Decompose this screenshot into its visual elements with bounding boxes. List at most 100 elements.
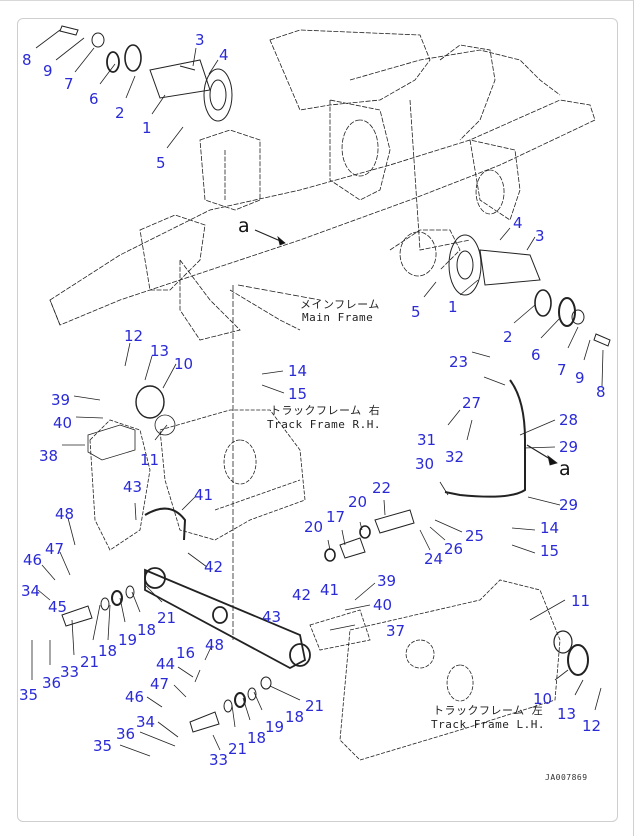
track-frame-lh-drawing xyxy=(309,579,561,761)
callout-35[interactable]: 35 xyxy=(93,737,113,755)
callout-35[interactable]: 35 xyxy=(19,686,39,704)
callout-27[interactable]: 27 xyxy=(462,394,482,412)
callout-24[interactable]: 24 xyxy=(424,550,444,568)
callout-34[interactable]: 34 xyxy=(21,582,41,600)
hose-41-drawing xyxy=(144,507,187,541)
track-frame-rh-drawing xyxy=(89,409,306,551)
callout-31[interactable]: 31 xyxy=(417,431,437,449)
callout-34[interactable]: 34 xyxy=(136,713,156,731)
cover-10-lh-drawing xyxy=(567,644,589,676)
spindle-upper xyxy=(59,25,233,122)
callout-10[interactable]: 10 xyxy=(533,690,553,708)
callout-23[interactable]: 23 xyxy=(449,353,469,371)
callout-16[interactable]: 16 xyxy=(176,644,196,662)
callout-28[interactable]: 28 xyxy=(559,411,579,429)
callout-6[interactable]: 6 xyxy=(531,346,541,364)
callout-18[interactable]: 18 xyxy=(247,729,267,747)
callout-9[interactable]: 9 xyxy=(575,369,585,387)
callout-8[interactable]: 8 xyxy=(22,51,32,69)
callout-5[interactable]: 5 xyxy=(411,303,421,321)
callout-32[interactable]: 32 xyxy=(445,448,465,466)
callout-1[interactable]: 1 xyxy=(448,298,458,316)
callout-18[interactable]: 18 xyxy=(98,642,118,660)
callout-5[interactable]: 5 xyxy=(156,154,166,172)
callout-26[interactable]: 26 xyxy=(444,540,464,558)
callout-33[interactable]: 33 xyxy=(209,751,229,769)
callout-9[interactable]: 9 xyxy=(43,62,53,80)
callout-40[interactable]: 40 xyxy=(373,596,393,614)
callout-29[interactable]: 29 xyxy=(559,438,579,456)
callout-42[interactable]: 42 xyxy=(204,558,224,576)
callout-30[interactable]: 30 xyxy=(415,455,435,473)
callout-45[interactable]: 45 xyxy=(48,598,68,616)
callout-19[interactable]: 19 xyxy=(118,631,138,649)
callout-25[interactable]: 25 xyxy=(465,527,485,545)
callout-21[interactable]: 21 xyxy=(228,740,248,758)
reference-mark-a-upper: a xyxy=(238,215,250,237)
track-frame-rh-label-en: Track Frame R.H. xyxy=(267,418,381,431)
callout-14[interactable]: 14 xyxy=(288,362,308,380)
callout-10[interactable]: 10 xyxy=(174,355,194,373)
callout-2[interactable]: 2 xyxy=(115,104,125,122)
callout-13[interactable]: 13 xyxy=(150,342,170,360)
callout-41[interactable]: 41 xyxy=(194,486,214,504)
callout-46[interactable]: 46 xyxy=(23,551,43,569)
callout-47[interactable]: 47 xyxy=(150,675,170,693)
callout-17[interactable]: 17 xyxy=(326,508,346,526)
callout-20[interactable]: 20 xyxy=(304,518,324,536)
callout-42[interactable]: 42 xyxy=(292,586,312,604)
callout-36[interactable]: 36 xyxy=(42,674,62,692)
callout-6[interactable]: 6 xyxy=(89,90,99,108)
callout-39[interactable]: 39 xyxy=(51,391,71,409)
callout-43[interactable]: 43 xyxy=(262,608,282,626)
callout-38[interactable]: 38 xyxy=(39,447,59,465)
callout-46[interactable]: 46 xyxy=(125,688,145,706)
callout-44[interactable]: 44 xyxy=(156,655,176,673)
equalizer-bar-drawing xyxy=(144,567,311,670)
callout-14[interactable]: 14 xyxy=(540,519,560,537)
callout-40[interactable]: 40 xyxy=(53,414,73,432)
callout-13[interactable]: 13 xyxy=(557,705,577,723)
callout-37[interactable]: 37 xyxy=(386,622,406,640)
callout-11[interactable]: 11 xyxy=(140,451,160,469)
callout-7[interactable]: 7 xyxy=(64,75,74,93)
callout-1[interactable]: 1 xyxy=(142,119,152,137)
callout-21[interactable]: 21 xyxy=(305,697,325,715)
callout-12[interactable]: 12 xyxy=(124,327,144,345)
track-frame-rh-label-jp: トラックフレーム 右 xyxy=(270,404,381,417)
callout-18[interactable]: 18 xyxy=(285,708,305,726)
callout-22[interactable]: 22 xyxy=(372,479,392,497)
callout-12[interactable]: 12 xyxy=(582,717,602,735)
callout-36[interactable]: 36 xyxy=(116,725,136,743)
callout-21[interactable]: 21 xyxy=(157,609,177,627)
callout-11[interactable]: 11 xyxy=(571,592,591,610)
callout-4[interactable]: 4 xyxy=(219,46,229,64)
callout-21[interactable]: 21 xyxy=(80,653,100,671)
callout-39[interactable]: 39 xyxy=(377,572,397,590)
callout-18[interactable]: 18 xyxy=(137,621,157,639)
callout-2[interactable]: 2 xyxy=(503,328,513,346)
main-frame-drawing xyxy=(49,29,596,341)
callout-3[interactable]: 3 xyxy=(195,31,205,49)
callout-20[interactable]: 20 xyxy=(348,493,368,511)
track-frame-lh-label-en: Track Frame L.H. xyxy=(431,718,545,731)
callout-29[interactable]: 29 xyxy=(559,496,579,514)
callout-47[interactable]: 47 xyxy=(45,540,65,558)
main-frame-label-en: Main Frame xyxy=(302,311,374,324)
spindle-right xyxy=(448,234,611,347)
callout-48[interactable]: 48 xyxy=(55,505,75,523)
callout-43[interactable]: 43 xyxy=(123,478,143,496)
callout-15[interactable]: 15 xyxy=(540,542,560,560)
callout-8[interactable]: 8 xyxy=(596,383,606,401)
reference-mark-a-lower: a xyxy=(559,458,571,480)
drawing-code: JA007869 xyxy=(545,773,588,782)
callout-3[interactable]: 3 xyxy=(535,227,545,245)
callout-33[interactable]: 33 xyxy=(60,663,80,681)
callout-41[interactable]: 41 xyxy=(320,581,340,599)
hose-28-drawing xyxy=(444,379,526,498)
callout-4[interactable]: 4 xyxy=(513,214,523,232)
callout-15[interactable]: 15 xyxy=(288,385,308,403)
callout-19[interactable]: 19 xyxy=(265,718,285,736)
callout-7[interactable]: 7 xyxy=(557,361,567,379)
callout-48[interactable]: 48 xyxy=(205,636,225,654)
